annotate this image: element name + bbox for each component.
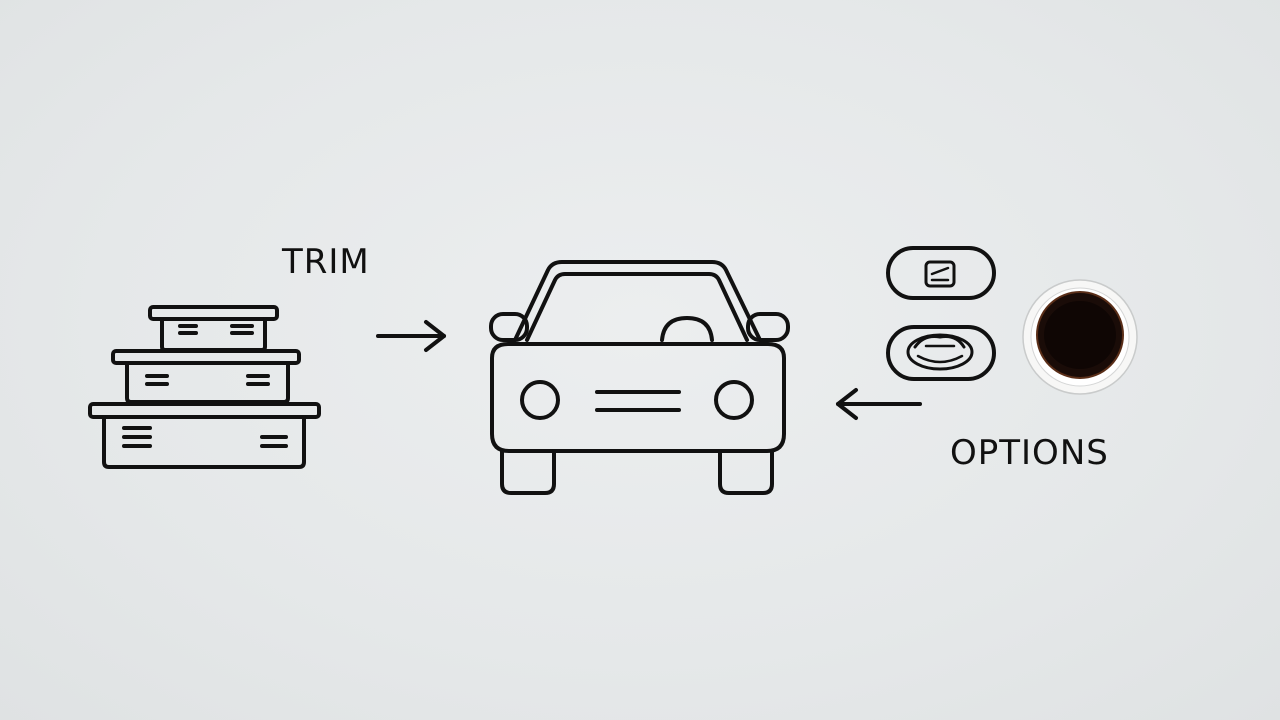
car-front-icon [489,260,790,495]
option-pill-sushi-icon [886,325,996,381]
stacked-containers-icon [88,305,321,469]
arrow-left-icon [836,388,922,420]
options-label: OPTIONS [950,433,1109,473]
trim-label: TRIM [282,242,370,282]
coffee-cup-icon [1022,279,1138,395]
arrow-right-icon [376,320,446,352]
option-pill-small-icon [886,246,996,300]
